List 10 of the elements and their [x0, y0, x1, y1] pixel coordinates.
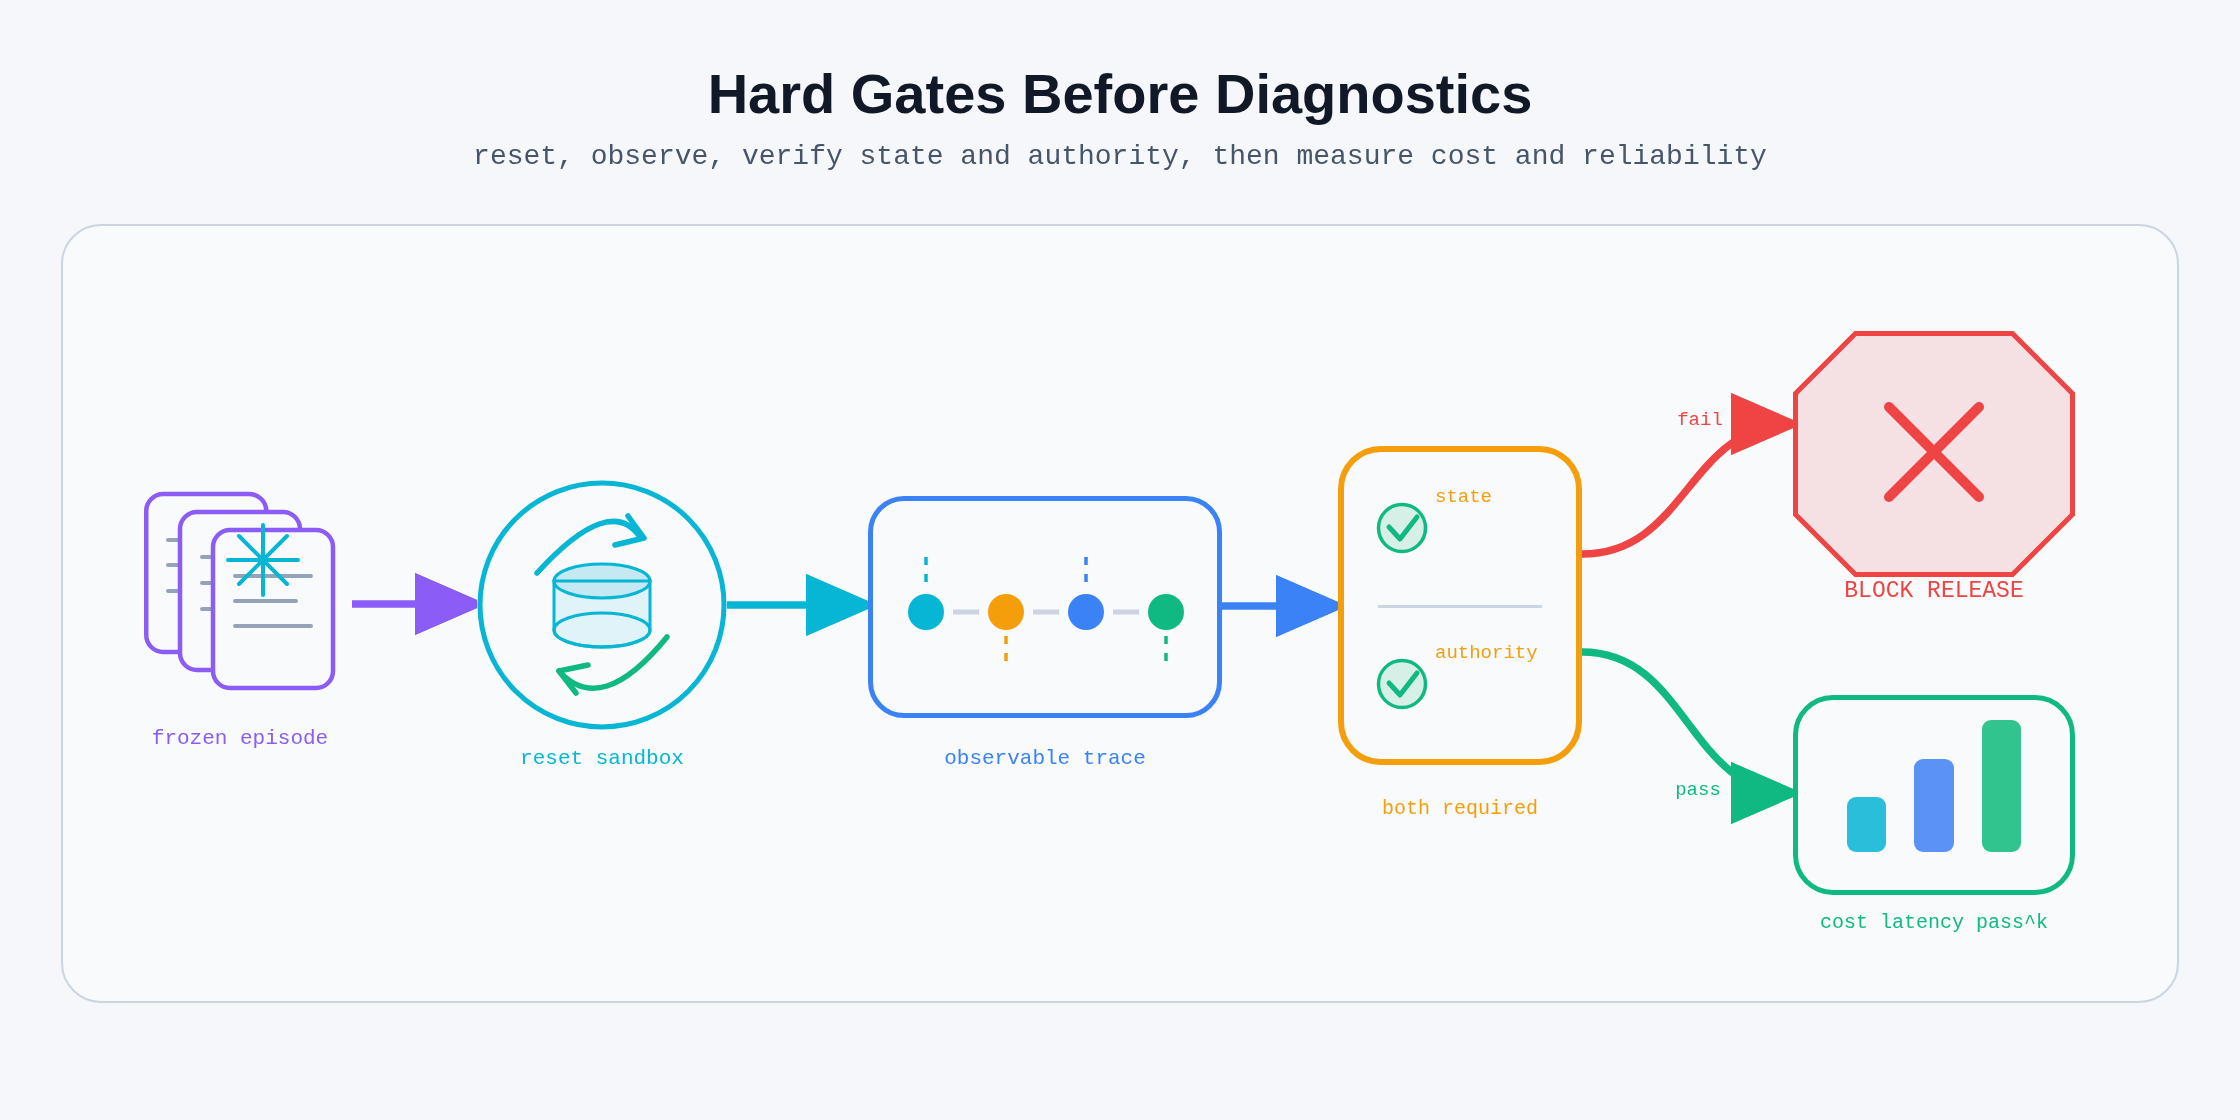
- node-caption: reset sandbox: [520, 746, 684, 772]
- node-caption: frozen episode: [151, 726, 329, 752]
- node-caption: BLOCK RELEASE: [1844, 578, 2024, 606]
- subtitle: reset, observe, verify state and authority, then measure cost and reliability: [473, 140, 1767, 174]
- node-caption: both required: [1382, 797, 1538, 821]
- check-label: authority: [1435, 641, 1538, 665]
- check-label: state: [1435, 485, 1492, 509]
- node-caption: cost latency pass^k: [1820, 911, 2048, 935]
- title: Hard Gates Before Diagnostics: [707, 61, 1533, 128]
- node-caption: observable trace: [944, 746, 1146, 772]
